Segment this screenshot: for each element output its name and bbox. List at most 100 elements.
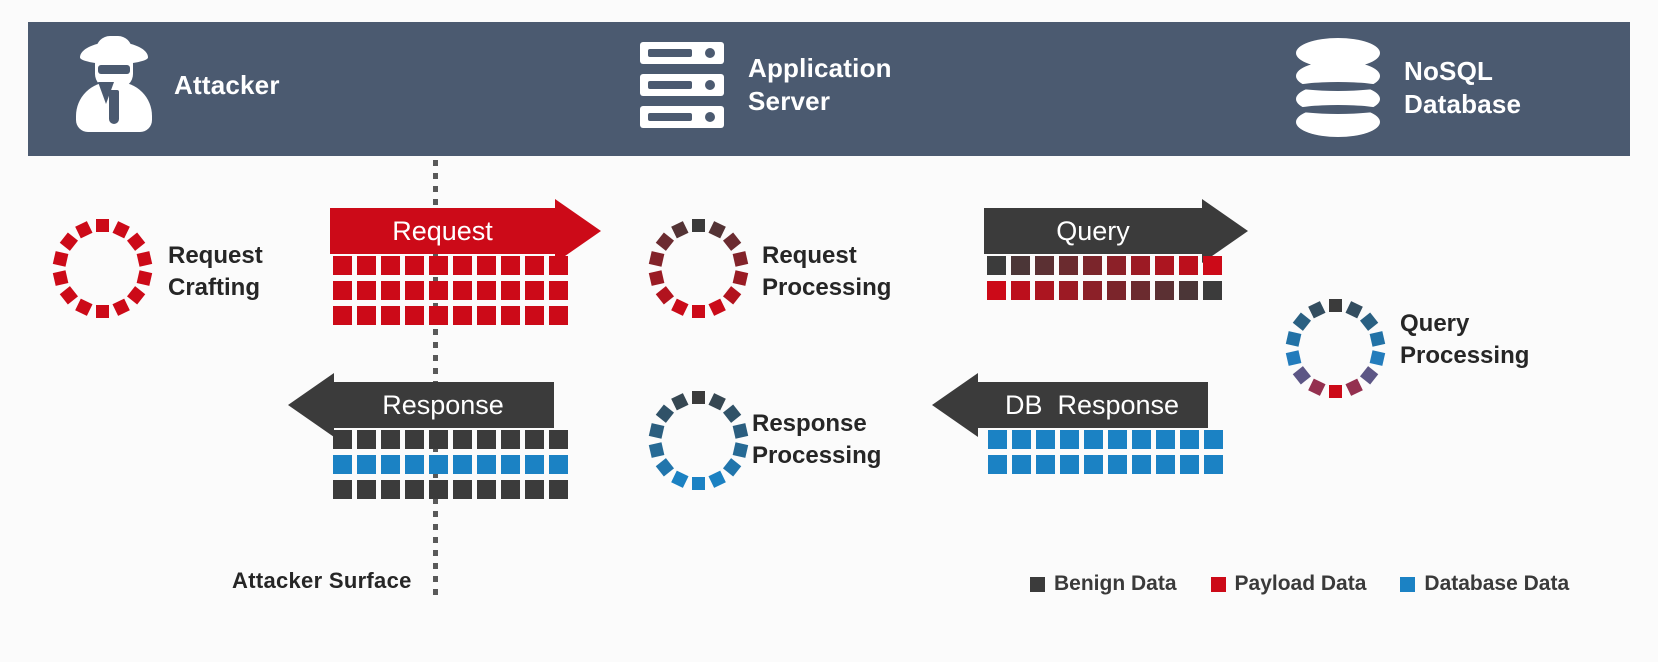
ring-segment	[722, 457, 741, 476]
grid-cell	[405, 256, 424, 275]
node-label-response-processing: Response Processing	[752, 410, 882, 469]
grid-cell	[333, 306, 352, 325]
ring-segment	[1359, 365, 1378, 384]
grid-cell	[1204, 455, 1223, 474]
ring-segment	[655, 457, 674, 476]
grid-cell	[1084, 430, 1103, 449]
grid-request	[333, 256, 573, 325]
arrow-label-response: Response	[382, 389, 504, 420]
grid-cell	[405, 480, 424, 499]
ring-segment	[707, 392, 726, 410]
ring-request-processing	[648, 218, 748, 318]
ring-segment	[1369, 349, 1385, 366]
arrow-db-response: DB Response	[932, 373, 1208, 437]
arrow-db-response-head	[932, 373, 978, 437]
ring-segment	[1344, 378, 1363, 396]
ring-segment	[126, 232, 145, 251]
grid-row	[333, 480, 573, 499]
grid-query	[987, 256, 1227, 300]
grid-cell	[357, 430, 376, 449]
ring-request-crafting	[52, 218, 152, 318]
grid-cell	[1179, 256, 1198, 275]
grid-cell	[357, 281, 376, 300]
grid-cell	[549, 256, 568, 275]
grid-cell	[333, 455, 352, 474]
ring-segment	[74, 298, 93, 316]
attacker-surface-line	[433, 160, 438, 600]
grid-cell	[501, 430, 520, 449]
grid-cell	[429, 430, 448, 449]
grid-cell	[381, 455, 400, 474]
ring-segment	[111, 298, 130, 316]
ring-segment	[1369, 330, 1385, 347]
ring-segment	[707, 470, 726, 488]
grid-cell	[1204, 430, 1223, 449]
ring-segment	[655, 232, 674, 251]
ring-segment	[722, 285, 741, 304]
ring-segment	[59, 285, 78, 304]
ring-segment	[1344, 300, 1363, 318]
grid-cell	[1036, 455, 1055, 474]
grid-cell	[1155, 281, 1174, 300]
ring-segment	[691, 476, 705, 490]
legend-item-payload-data: Payload Data	[1210, 572, 1366, 596]
ring-segment	[648, 422, 664, 439]
grid-cell	[501, 306, 520, 325]
legend-item-benign-data: Benign Data	[1030, 572, 1177, 596]
header-label-attacker: Attacker	[174, 70, 280, 101]
grid-cell	[1060, 455, 1079, 474]
grid-row	[333, 306, 573, 325]
grid-cell	[1180, 430, 1199, 449]
ring-segment	[707, 298, 726, 316]
ring-segment	[722, 404, 741, 423]
ring-segment	[1292, 365, 1311, 384]
grid-cell	[1060, 430, 1079, 449]
grid-db-response	[988, 430, 1228, 474]
grid-response	[333, 430, 573, 499]
ring-segment	[52, 269, 68, 286]
ring-segment	[95, 304, 109, 318]
header-label-application-server: Application Server	[748, 52, 892, 116]
grid-cell	[477, 455, 496, 474]
grid-cell	[1131, 256, 1150, 275]
grid-cell	[1012, 455, 1031, 474]
grid-cell	[988, 455, 1007, 474]
ring-segment	[648, 250, 664, 267]
ring-segment	[136, 250, 152, 267]
legend-label-database: Database Data	[1424, 572, 1570, 595]
grid-cell	[357, 455, 376, 474]
node-label-query-processing: Query Processing	[1400, 310, 1530, 369]
grid-cell	[429, 306, 448, 325]
arrow-label-query: Query	[1056, 215, 1130, 246]
grid-cell	[381, 281, 400, 300]
arrow-label-request: Request	[392, 215, 493, 246]
grid-cell	[453, 256, 472, 275]
legend: Benign Data Payload Data Database Data	[1030, 572, 1569, 596]
ring-segment	[95, 218, 109, 232]
grid-cell	[525, 306, 544, 325]
ring-segment	[655, 285, 674, 304]
grid-cell	[1156, 455, 1175, 474]
ring-segment	[1307, 300, 1326, 318]
grid-cell	[1203, 281, 1222, 300]
grid-cell	[549, 306, 568, 325]
grid-cell	[333, 256, 352, 275]
ring-segment	[136, 269, 152, 286]
arrow-query-head	[1202, 199, 1248, 263]
grid-cell	[1203, 256, 1222, 275]
grid-cell	[1132, 430, 1151, 449]
arrow-request: Request	[330, 199, 601, 263]
grid-row	[987, 281, 1227, 300]
arrow-label-db-response: DB Response	[1004, 389, 1180, 420]
ring-segment	[670, 298, 689, 316]
grid-cell	[525, 256, 544, 275]
grid-cell	[1155, 256, 1174, 275]
ring-segment	[1307, 378, 1326, 396]
ring-segment	[691, 304, 705, 318]
arrow-request-head	[555, 199, 601, 263]
ring-segment	[648, 441, 664, 458]
ring-segment	[691, 218, 705, 232]
grid-cell	[549, 480, 568, 499]
grid-cell	[477, 306, 496, 325]
